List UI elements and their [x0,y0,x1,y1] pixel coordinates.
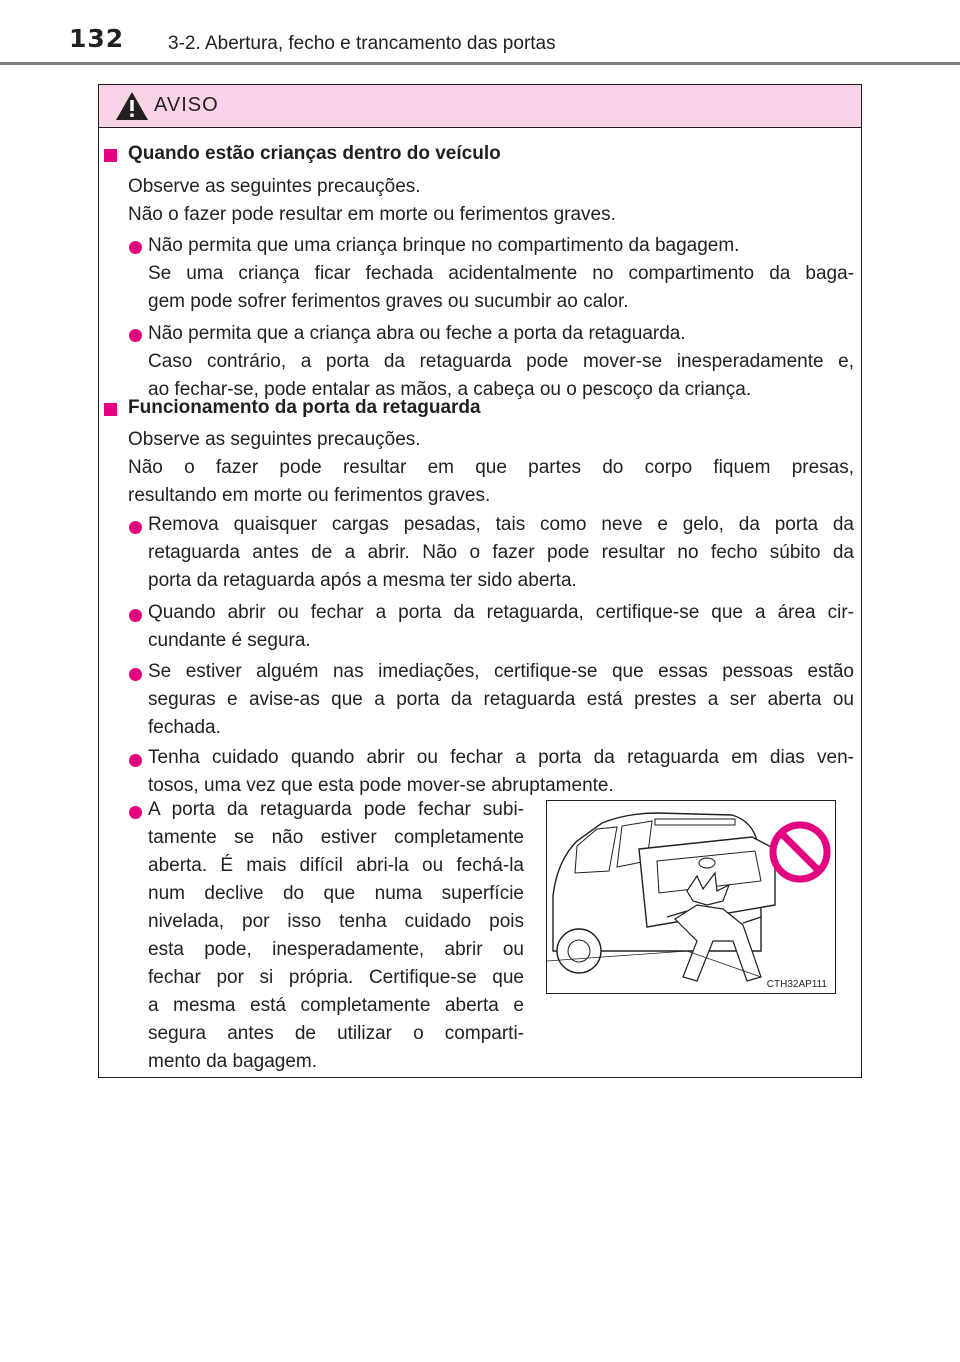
warning-triangle-icon [116,92,148,120]
bullet-line: num declive do que numa superfície [148,883,524,904]
bullet-line: nivelada, por isso tenha cuidado pois [148,911,524,932]
bullet-line: Quando abrir ou fechar a porta da retagu… [148,602,854,623]
heading-text: Quando estão crianças dentro do veículo [128,143,501,164]
square-bullet-icon [104,149,117,162]
bullet-line: Não permita que a criança abra ou feche … [148,323,686,344]
paragraph-line: Observe as seguintes precauções. [128,429,421,450]
bullet-line: ao fechar-se, pode entalar as mãos, a ca… [148,379,752,400]
bullet-line: seguras e avise-as que a porta da retagu… [148,689,854,710]
bullet-item: Não permita que a criança abra ou feche … [148,320,854,404]
bullet-line: Não permita que uma criança brinque no c… [148,235,740,256]
section-title: 3-2. Abertura, fecho e trancamento das p… [168,33,556,54]
bullet-item: Tenha cuidado quando abrir ou fechar a p… [148,744,854,800]
bullet-item: A porta da retaguarda pode fechar subi- … [148,796,524,1076]
warning-header: AVISO [99,85,861,128]
bullet-line: Se estiver alguém nas imediações, certif… [148,661,854,682]
page-header: 132 3-2. Abertura, fecho e trancamento d… [0,0,960,66]
bullet-line: aberta. É mais difícil abri-la ou fechá-… [148,855,524,876]
bullet-line: fechar por si própria. Certifique-se que [148,967,524,988]
bullet-line: porta da retaguarda após a mesma ter sid… [148,570,577,591]
paragraph-line: Não o fazer pode resultar em morte ou fe… [128,204,616,225]
circle-bullet-icon [129,521,142,534]
tailgate-hazard-illustration: CTH32AP111 [546,800,836,994]
bullet-line: Remova quaisquer cargas pesadas, tais co… [148,514,854,535]
page-number: 132 [69,24,125,53]
square-bullet-icon [104,403,117,416]
heading-text: Funcionamento da porta da retaguarda [128,397,481,418]
bullet-item: Não permita que uma criança brinque no c… [148,232,854,316]
bullet-line: Tenha cuidado quando abrir ou fechar a p… [148,747,854,768]
bullet-line: cundante é segura. [148,630,311,651]
bullet-item: Quando abrir ou fechar a porta da retagu… [148,599,854,655]
paragraph-line: Observe as seguintes precauções. [128,176,421,197]
bullet-line: Se uma criança ficar fechada acidentalme… [148,263,854,284]
bullet-line: retaguarda antes de a abrir. Não o fazer… [148,542,854,563]
bullet-line: Caso contrário, a porta da retaguarda po… [148,351,854,372]
bullet-item: Remova quaisquer cargas pesadas, tais co… [148,511,854,595]
bullet-line: segura antes de utilizar o comparti- [148,1023,524,1044]
warning-box: AVISO [98,84,862,1078]
figure-code: CTH32AP111 [766,979,827,990]
circle-bullet-icon [129,806,142,819]
circle-bullet-icon [129,329,142,342]
circle-bullet-icon [129,241,142,254]
bullet-line: gem pode sofrer ferimentos graves ou suc… [148,291,629,312]
paragraph-line: Não o fazer pode resultar em que partes … [128,457,854,478]
bullet-line: mento da bagagem. [148,1051,318,1072]
circle-bullet-icon [129,668,142,681]
warning-label: AVISO [154,94,219,116]
paragraph-line: resultando em morte ou ferimentos graves… [128,485,491,506]
bullet-item: Se estiver alguém nas imediações, certif… [148,658,854,742]
prohibited-icon [769,821,831,883]
header-divider [0,62,960,65]
bullet-line: a mesma está completamente aberta e [148,995,524,1016]
circle-bullet-icon [129,754,142,767]
bullet-line: esta pode, inesperadamente, abrir ou [148,939,524,960]
bullet-line: A porta da retaguarda pode fechar subi- [148,799,524,820]
bullet-line: fechada. [148,717,221,738]
circle-bullet-icon [129,609,142,622]
bullet-line: tosos, uma vez que esta pode mover-se ab… [148,775,614,796]
car-rear-icon [546,812,776,982]
bullet-line: tamente se não estiver completamente [148,827,524,848]
